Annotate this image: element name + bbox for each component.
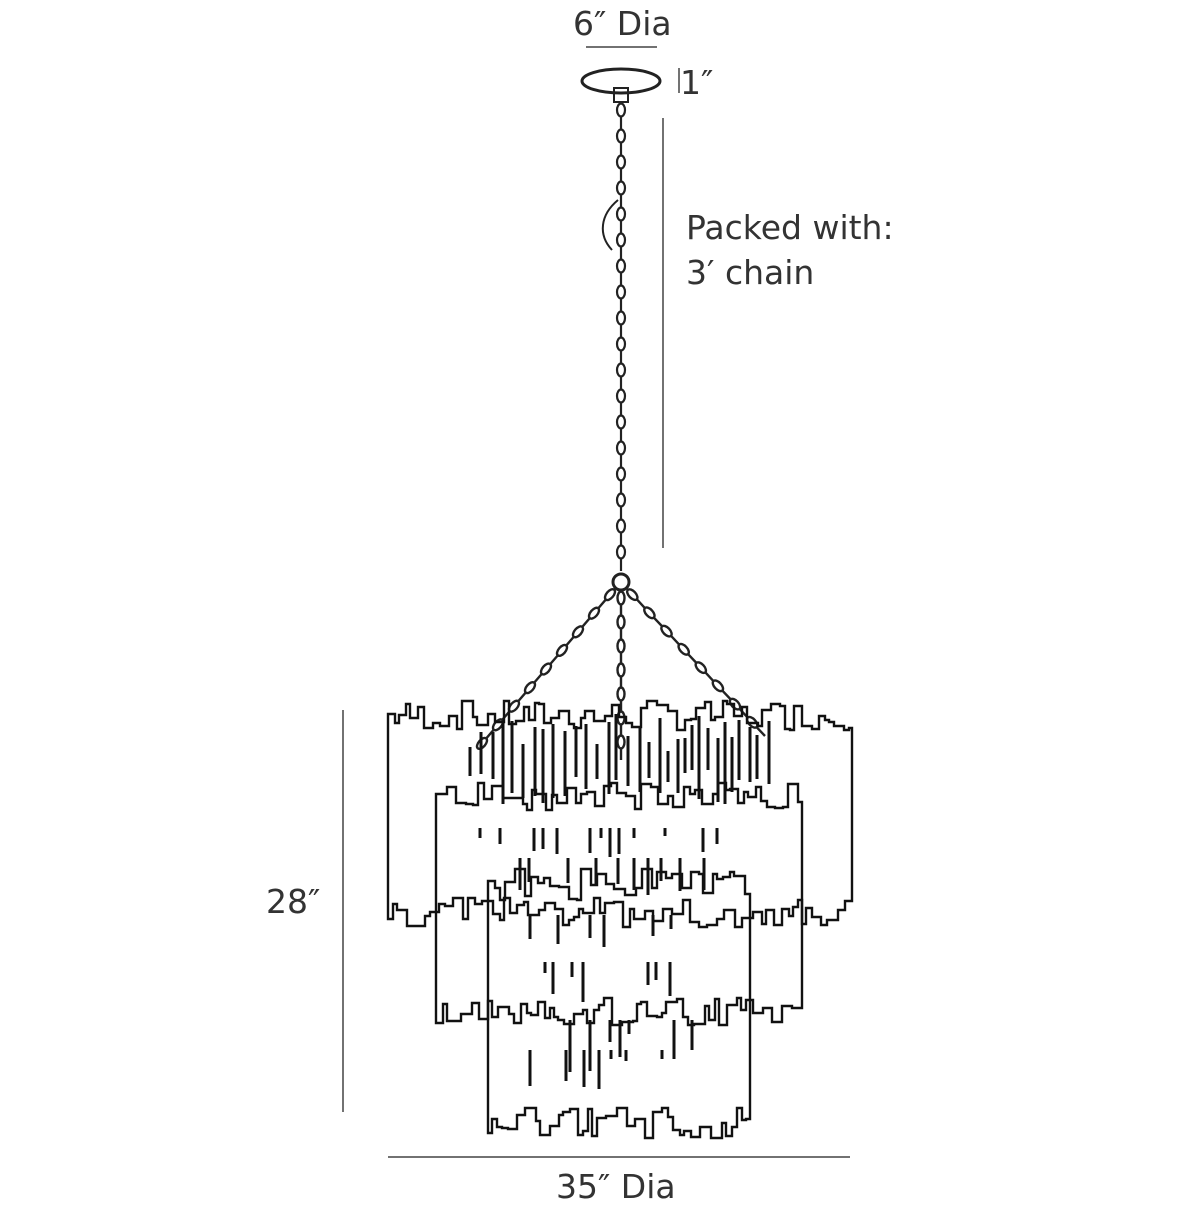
- crystal-rods: [468, 714, 771, 1089]
- chain-link: [615, 232, 627, 248]
- chandelier-body: [386, 699, 854, 1140]
- support-chains: [475, 587, 766, 760]
- chain-link: [687, 653, 698, 664]
- chain-link: [616, 614, 626, 630]
- chain-link: [616, 662, 626, 678]
- chain-link: [533, 672, 543, 684]
- chain-link: [485, 728, 495, 740]
- canopy-height-label: 1″: [680, 63, 714, 102]
- chain-link: [616, 734, 626, 750]
- chain-link: [615, 284, 627, 300]
- chain-link: [475, 736, 489, 751]
- chain-link: [615, 518, 627, 534]
- hub-ring: [611, 572, 631, 592]
- chain-link: [615, 206, 627, 222]
- chain-link: [652, 616, 664, 628]
- chain-link: [616, 590, 626, 606]
- chain-link: [615, 362, 627, 378]
- tier-middle: [434, 781, 804, 1027]
- chain-link: [597, 598, 607, 610]
- chain-link: [615, 466, 627, 482]
- chain-link: [615, 258, 627, 274]
- chain-link: [615, 102, 627, 118]
- chain-note: Packed with: 3′ chain: [686, 206, 926, 296]
- chain-link: [755, 726, 766, 737]
- chain-link: [635, 598, 646, 610]
- chain-link: [581, 617, 591, 628]
- chain-link: [615, 388, 627, 404]
- tier-bottom: [486, 867, 752, 1140]
- chain-slack-loop: [601, 199, 619, 251]
- canopy-diameter-label: 6″ Dia: [573, 4, 672, 43]
- chain-link: [615, 492, 627, 508]
- overall-diameter-label: 35″ Dia: [556, 1167, 676, 1206]
- chain-link: [615, 310, 627, 326]
- chain-link: [615, 336, 627, 352]
- chain-link: [616, 686, 626, 702]
- chain-link: [704, 671, 715, 683]
- overall-height-label: 28″: [266, 882, 321, 921]
- chain-link: [615, 544, 627, 560]
- chain-note-line2: 3′ chain: [686, 252, 815, 292]
- chain-link: [616, 638, 626, 654]
- main-chain: [615, 102, 627, 571]
- tier-top: [386, 699, 854, 929]
- chain-link: [565, 635, 575, 647]
- canopy: [580, 67, 662, 95]
- chain-link: [615, 154, 627, 170]
- chain-link: [615, 180, 627, 196]
- chain-link: [517, 691, 527, 703]
- chain-link: [615, 128, 627, 144]
- chain-link: [669, 634, 681, 646]
- chain-link: [721, 689, 732, 701]
- chain-link: [615, 440, 627, 456]
- chain-note-line1: Packed with:: [686, 208, 894, 247]
- chain-link: [615, 414, 627, 430]
- canopy-stem: [613, 87, 629, 103]
- chain-link: [549, 654, 559, 666]
